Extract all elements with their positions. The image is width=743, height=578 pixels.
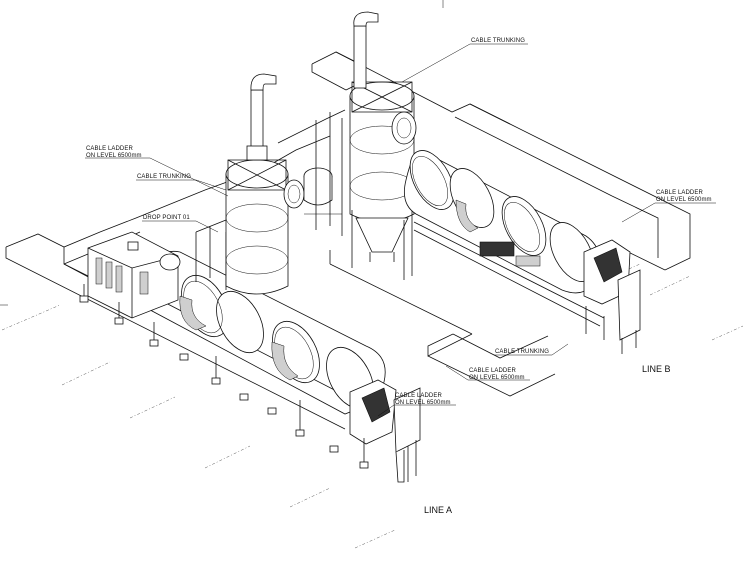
label-cable-ladder-left-level: ON LEVEL 6500mm <box>86 153 142 159</box>
label-cable-ladder-left: CABLE LADDER <box>86 146 133 152</box>
label-cable-ladder-right: CABLE LADDER <box>656 190 703 196</box>
label-cable-trunking-left: CABLE TRUNKING <box>137 174 191 180</box>
label-cable-ladder-right-level: ON LEVEL 6500mm <box>656 197 712 203</box>
annotations: CABLE TRUNKING CABLE LADDER ON LEVEL 650… <box>85 38 716 515</box>
label-drop-point: DROP POINT 01 <box>143 215 190 221</box>
label-cable-trunking-top: CABLE TRUNKING <box>471 38 525 44</box>
line-b-dryer-drum <box>403 150 641 354</box>
label-line-b: LINE B <box>642 364 671 374</box>
line-a-dryer-drum <box>149 250 421 483</box>
line-a-filter-tower <box>225 73 305 295</box>
label-line-a: LINE A <box>424 505 452 515</box>
line-b-filter-tower <box>303 11 417 280</box>
label-cable-ladder-mid-level: ON LEVEL 6500mm <box>469 375 525 381</box>
line-a-piers <box>79 284 369 469</box>
cable-ladder-route <box>5 51 691 430</box>
label-cable-ladder-front: CABLE LADDER <box>395 393 442 399</box>
label-cable-ladder-mid: CABLE LADDER <box>469 368 516 374</box>
line-a-feed-end <box>87 219 227 319</box>
label-cable-ladder-front-level: ON LEVEL 6500mm <box>395 400 451 406</box>
label-cable-trunking-bottom: CABLE TRUNKING <box>495 349 549 355</box>
